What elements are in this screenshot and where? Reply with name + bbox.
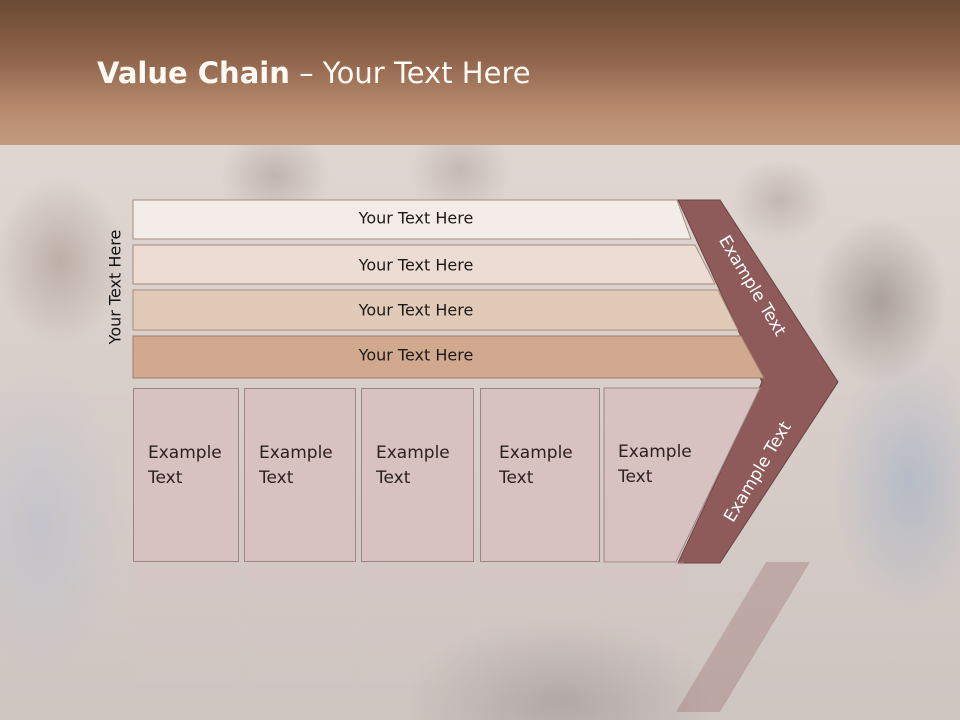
slide-title: Value Chain – Your Text Here <box>97 56 531 90</box>
bar-1 <box>132 199 692 240</box>
bar-2 <box>132 244 716 285</box>
example-box-3-line2: Text <box>376 468 411 488</box>
example-box-1-line1: Example <box>148 443 222 463</box>
example-box-1: Example Text <box>133 388 239 562</box>
bar-3-label: Your Text Here <box>358 301 474 320</box>
example-box-4-line1: Example <box>499 443 573 463</box>
box-5-shape <box>603 387 761 563</box>
example-box-5-text: Example Text <box>618 440 708 490</box>
example-box-2-text: Example Text <box>259 441 349 491</box>
reflection-chevron <box>676 562 810 712</box>
title-banner: Value Chain – Your Text Here <box>0 0 960 145</box>
example-box-1-text: Example Text <box>148 441 238 491</box>
example-box-3: Example Text <box>361 388 474 562</box>
example-box-3-line1: Example <box>376 443 450 463</box>
bar-1-label: Your Text Here <box>358 209 474 228</box>
bar-3 <box>132 289 739 331</box>
example-box-5-line2: Text <box>618 467 653 487</box>
example-box-2: Example Text <box>244 388 356 562</box>
bar-4-label: Your Text Here <box>358 346 474 365</box>
example-box-4: Example Text <box>480 388 600 562</box>
example-box-5: Example Text <box>604 388 692 562</box>
example-box-1-line2: Text <box>148 468 183 488</box>
bar-2-label: Your Text Here <box>358 256 474 275</box>
title-bold: Value Chain <box>97 56 290 90</box>
bar-4 <box>132 335 765 379</box>
example-box-3-text: Example Text <box>376 441 466 491</box>
example-box-4-text: Example Text <box>499 441 589 491</box>
example-box-2-line2: Text <box>259 468 294 488</box>
reflection <box>0 562 960 712</box>
reflection-inner <box>0 562 960 712</box>
title-rest: – Your Text Here <box>289 56 531 90</box>
chevron-arrow <box>677 199 839 564</box>
example-box-2-line1: Example <box>259 443 333 463</box>
example-box-4-line2: Text <box>499 468 534 488</box>
example-box-5-line1: Example <box>618 442 692 462</box>
reflection-chevron-shape <box>676 562 810 712</box>
